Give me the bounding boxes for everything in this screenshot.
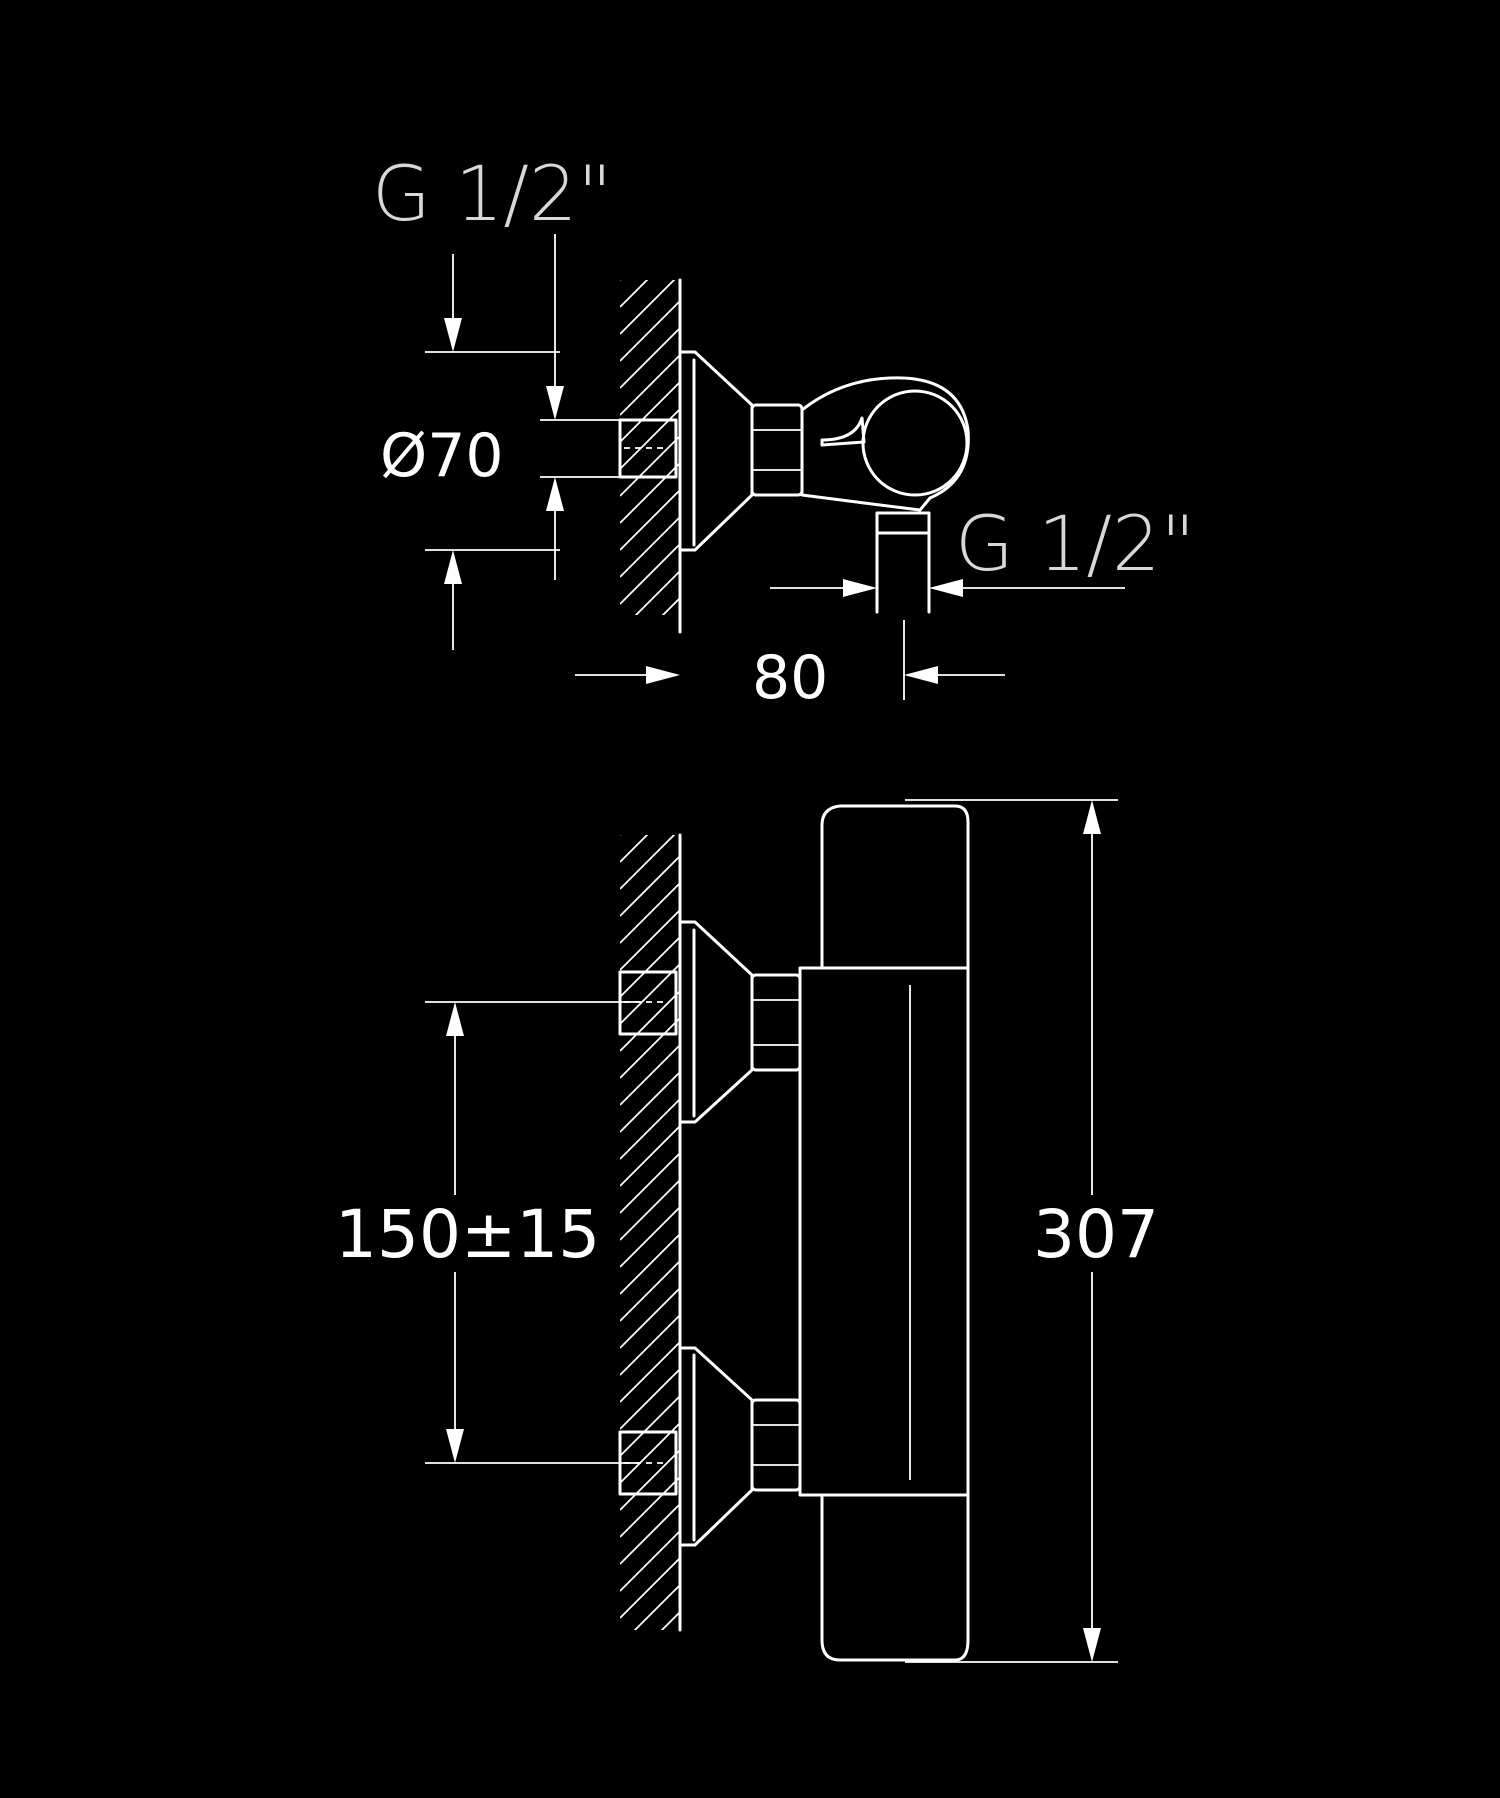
outlet-nut xyxy=(875,511,931,535)
hatch-line xyxy=(620,1341,680,1403)
wall-connector xyxy=(618,418,678,479)
hatch-line xyxy=(620,1503,680,1565)
thread-label-top: G 1/2" xyxy=(372,149,612,238)
arrow-up xyxy=(444,550,462,584)
hatch-line xyxy=(620,516,680,578)
union-nut xyxy=(750,403,804,497)
hatch-line xyxy=(620,280,676,335)
wall-connector-upper xyxy=(618,970,678,1036)
hatch-line xyxy=(660,1611,680,1630)
hatch-line xyxy=(620,280,622,281)
hatch-line xyxy=(620,1179,680,1241)
hatch-line xyxy=(620,1530,680,1592)
hatch-line xyxy=(620,1152,680,1214)
hatch-line xyxy=(620,1287,680,1349)
hatch-line xyxy=(620,462,680,524)
hatch-line xyxy=(620,990,680,1052)
diameter-label: Ø70 xyxy=(380,421,504,491)
hatch-line xyxy=(620,1206,680,1268)
hatch-line xyxy=(620,936,680,998)
hatch-line xyxy=(633,1584,680,1630)
hatch-line xyxy=(620,1125,680,1187)
hatch-line xyxy=(620,408,680,470)
hatch-line xyxy=(620,835,649,863)
hatch-line xyxy=(620,909,680,971)
nut-upper xyxy=(750,973,802,1072)
hatch-line xyxy=(620,1557,680,1619)
nut-lower xyxy=(750,1398,802,1492)
height-label: 307 xyxy=(1033,1196,1159,1273)
lever xyxy=(820,416,866,447)
hatch-line xyxy=(620,1476,680,1538)
flow-handle xyxy=(820,1493,970,1662)
hatch-line xyxy=(620,1260,680,1322)
hatch-line xyxy=(620,1314,680,1376)
hatch-line xyxy=(620,300,680,362)
mixer-body-side xyxy=(800,376,970,512)
projection-label: 80 xyxy=(752,643,828,713)
hatch-line xyxy=(620,835,676,890)
hatch-line xyxy=(620,835,622,836)
hatch-line xyxy=(620,327,680,389)
hatch-line xyxy=(620,1233,680,1295)
hatch-line xyxy=(620,1017,680,1079)
front-view: 150±15 307 xyxy=(335,799,1159,1663)
hatch-line xyxy=(620,1395,680,1457)
hatch-line xyxy=(620,1449,680,1511)
temperature-handle xyxy=(820,804,970,970)
wall-hatching xyxy=(620,835,680,1630)
hatch-line xyxy=(620,963,680,1025)
outlet-ring xyxy=(861,389,969,497)
hatch-line xyxy=(620,1071,680,1133)
hatch-line xyxy=(620,882,680,944)
hatch-line xyxy=(620,354,680,416)
side-view: G 1/2" Ø70 G 1/2" 80 xyxy=(372,149,1195,713)
hatch-line xyxy=(620,1098,680,1160)
wall-hatching xyxy=(620,280,680,615)
hatch-line xyxy=(620,381,680,443)
arrow-down xyxy=(444,318,462,352)
hatch-line xyxy=(634,570,680,615)
hatch-line xyxy=(620,1044,680,1106)
hatch-line xyxy=(620,280,649,308)
hatch-line xyxy=(620,855,680,917)
hatch-line xyxy=(620,1368,680,1430)
centers-label: 150±15 xyxy=(335,1196,600,1273)
hatch-line xyxy=(620,435,680,497)
hatch-line xyxy=(661,597,680,615)
thread-label-outlet: G 1/2" xyxy=(955,499,1195,588)
hatch-line xyxy=(620,489,680,551)
thermostat-body xyxy=(798,966,970,1497)
hatch-line xyxy=(620,543,680,605)
